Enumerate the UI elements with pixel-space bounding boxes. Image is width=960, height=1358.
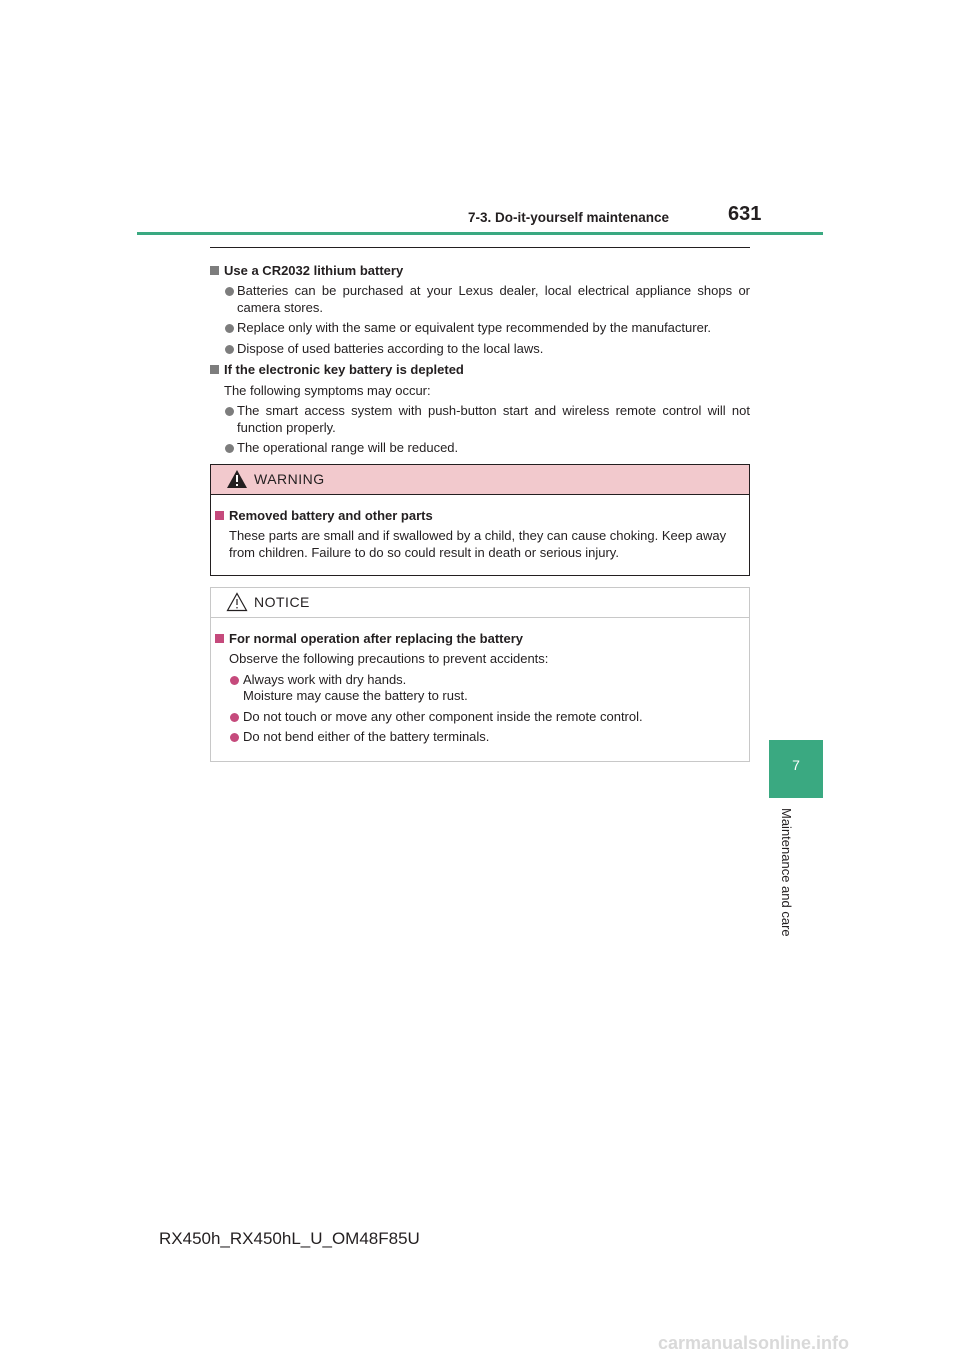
list-item: Dispose of used batteries according to t… bbox=[210, 341, 750, 358]
header-section-title: 7-3. Do-it-yourself maintenance bbox=[468, 210, 670, 225]
content-rule bbox=[210, 247, 750, 248]
square-bullet-icon bbox=[215, 511, 224, 520]
section-heading: Use a CR2032 lithium battery bbox=[210, 262, 750, 279]
round-bullet-icon bbox=[225, 444, 234, 453]
page-number: 631 bbox=[728, 203, 762, 225]
round-bullet-icon bbox=[230, 675, 239, 685]
list-item: Replace only with the same or equivalent… bbox=[210, 320, 750, 337]
round-bullet-icon bbox=[230, 712, 239, 722]
list-item: Do not bend either of the battery termin… bbox=[215, 729, 739, 746]
notice-title: NOTICE bbox=[254, 594, 310, 610]
notice-box: NOTICE For normal operation after replac… bbox=[210, 587, 750, 762]
warning-text: These parts are small and if swallowed b… bbox=[229, 528, 727, 560]
notice-triangle-icon bbox=[226, 592, 248, 612]
square-bullet-icon bbox=[210, 266, 219, 275]
notice-header: NOTICE bbox=[211, 588, 749, 618]
footer-model-code: RX450h_RX450hL_U_OM48F85U bbox=[159, 1229, 420, 1248]
round-bullet-icon bbox=[225, 407, 234, 416]
warning-heading: Removed battery and other parts bbox=[215, 507, 739, 524]
warning-triangle-icon bbox=[227, 470, 247, 488]
chapter-title: Maintenance and care bbox=[779, 808, 794, 937]
watermark: carmanualsonline.info bbox=[658, 1333, 850, 1353]
section-heading: If the electronic key battery is deplete… bbox=[210, 361, 750, 378]
square-bullet-icon bbox=[215, 634, 224, 643]
chapter-tab: 7 bbox=[769, 740, 823, 798]
warning-title: WARNING bbox=[254, 471, 325, 487]
list-item: Batteries can be purchased at your Lexus… bbox=[210, 283, 750, 316]
round-bullet-icon bbox=[225, 287, 234, 296]
list-item: Always work with dry hands. Moisture may… bbox=[215, 672, 739, 705]
round-bullet-icon bbox=[225, 344, 234, 354]
round-bullet-icon bbox=[230, 733, 239, 742]
warning-box: WARNING Removed battery and other parts … bbox=[210, 464, 750, 576]
square-bullet-icon bbox=[210, 365, 219, 374]
round-bullet-icon bbox=[225, 324, 234, 333]
section-intro: The following symptoms may occur: bbox=[224, 383, 431, 398]
list-item: The smart access system with push-button… bbox=[210, 403, 750, 436]
header-rule bbox=[137, 232, 823, 235]
notice-heading: For normal operation after replacing the… bbox=[215, 630, 739, 647]
list-item: Do not touch or move any other component… bbox=[215, 709, 739, 726]
notice-body: For normal operation after replacing the… bbox=[211, 618, 749, 746]
notice-intro: Observe the following precautions to pre… bbox=[229, 651, 549, 666]
warning-body: Removed battery and other parts These pa… bbox=[211, 495, 749, 561]
warning-header: WARNING bbox=[211, 465, 749, 495]
list-item: The operational range will be reduced. bbox=[210, 440, 750, 457]
main-content: Use a CR2032 lithium battery Batteries c… bbox=[210, 258, 750, 457]
